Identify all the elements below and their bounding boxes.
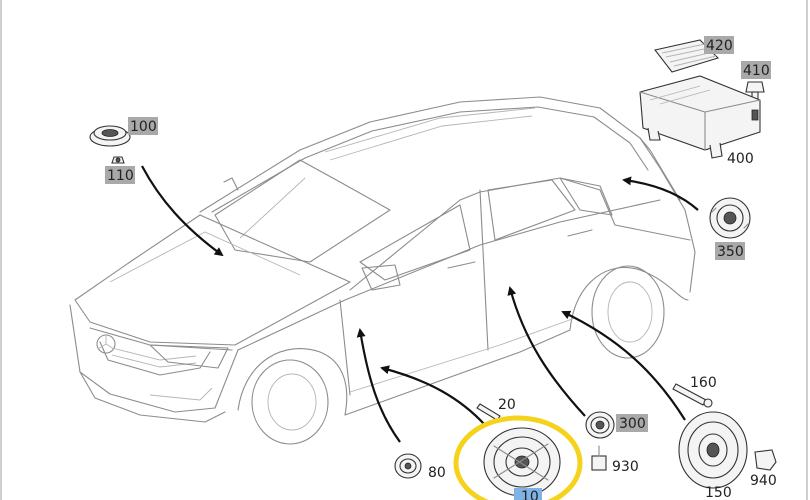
callout-label: 80 [428, 465, 446, 481]
bolt-part-410[interactable] [745, 81, 765, 101]
callout-20[interactable]: 20 [498, 397, 516, 413]
vehicle-outline [69, 96, 696, 445]
arrow-speaker80-to-door [356, 328, 401, 443]
callout-label: 160 [690, 375, 717, 391]
arrow-tweeter-to-dash [141, 165, 224, 257]
callout-label: 10 [521, 489, 539, 500]
callout-80[interactable]: 80 [428, 465, 446, 481]
connector-part-930[interactable] [591, 445, 607, 471]
callout-160[interactable]: 160 [690, 375, 717, 391]
door-speaker-part-300[interactable] [585, 411, 615, 439]
callout-410[interactable]: 410 [741, 61, 771, 79]
callout-label: 110 [107, 168, 134, 184]
selection-highlight-circle [453, 415, 583, 500]
screw-part-20[interactable] [476, 403, 501, 421]
callout-label: 940 [750, 473, 777, 489]
callout-label: 150 [705, 485, 732, 500]
callout-label: 350 [717, 244, 744, 260]
arrow-rear-speaker-to-cargo [622, 176, 699, 211]
callout-100[interactable]: 100 [128, 117, 158, 135]
tweeter-speaker-part-100[interactable] [89, 125, 131, 147]
callout-400[interactable]: 400 [727, 151, 754, 167]
speaker-part-80[interactable] [394, 453, 422, 479]
callout-label: 300 [619, 416, 646, 432]
callout-350[interactable]: 350 [715, 242, 745, 260]
callout-420[interactable]: 420 [704, 36, 734, 54]
callout-150[interactable]: 150 [705, 485, 732, 500]
arrow-speaker300-to-rear-door [507, 286, 586, 417]
callout-label: 100 [130, 119, 157, 135]
clip-part-110[interactable] [111, 156, 125, 164]
callout-300[interactable]: 300 [616, 414, 648, 432]
callout-label: 410 [743, 63, 770, 79]
amplifier-cover-part-420[interactable] [654, 39, 720, 73]
woofer-speaker-part-10[interactable] [483, 427, 561, 497]
callout-label: 20 [498, 397, 516, 413]
connector-part-940[interactable] [754, 449, 777, 471]
arrow-woofer150-to-rear-door [561, 310, 686, 421]
door-woofer-part-150[interactable] [678, 411, 748, 489]
callout-110[interactable]: 110 [105, 166, 135, 184]
callout-label: 420 [706, 38, 733, 54]
rear-speaker-part-350[interactable] [709, 197, 751, 239]
screw-part-160[interactable] [672, 383, 713, 408]
amplifier-part-400[interactable] [639, 75, 761, 159]
callout-label: 930 [612, 459, 639, 475]
callout-10[interactable]: 10 [514, 488, 542, 500]
arrow-woofer10-to-door [380, 365, 486, 426]
callout-940[interactable]: 940 [750, 473, 777, 489]
callout-930[interactable]: 930 [612, 459, 639, 475]
callout-label: 400 [727, 151, 754, 167]
arrows [141, 165, 699, 443]
